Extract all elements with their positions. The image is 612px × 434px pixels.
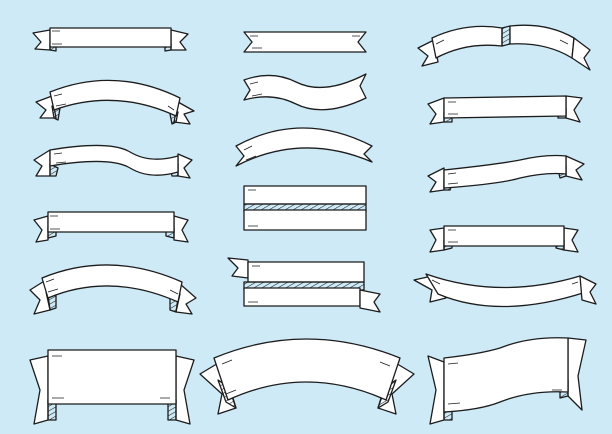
arched-ribbon-folded (29, 264, 197, 315)
straight-ribbon-notched (33, 211, 189, 243)
large-arched-banner (199, 338, 415, 415)
wavy-ribbon-right (427, 154, 585, 193)
wavy-ribbon-small (33, 144, 193, 179)
straight-ribbon-thin (243, 31, 367, 53)
straight-ribbon-right (427, 95, 583, 125)
large-straight-banner (29, 349, 195, 425)
wavy-ribbon-thin (243, 73, 367, 111)
split-arch-ribbon (417, 24, 591, 71)
downward-arch-ribbon (413, 273, 597, 308)
double-strip (243, 185, 367, 231)
arched-ribbon-small (35, 79, 195, 125)
straight-ribbon-right-small (429, 225, 579, 253)
large-wavy-banner (427, 337, 587, 425)
double-strip-offset (227, 257, 381, 313)
arched-ribbon-thin (235, 127, 373, 167)
straight-ribbon-small (32, 27, 189, 52)
